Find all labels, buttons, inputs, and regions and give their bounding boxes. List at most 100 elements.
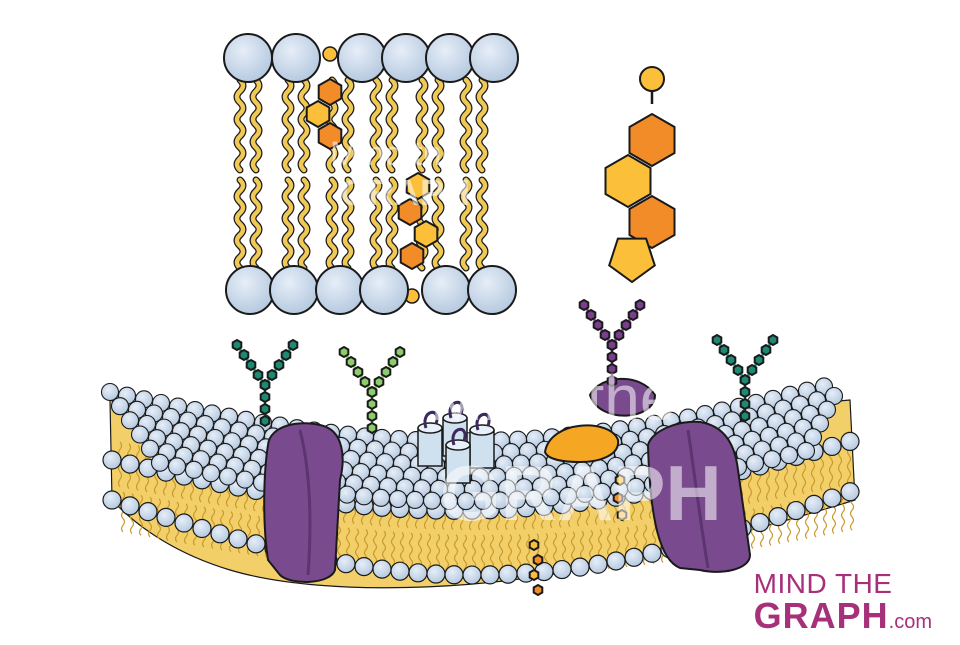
lipid-head [371, 488, 391, 507]
glycan-chain [711, 333, 779, 423]
cholesterol-ring [616, 508, 628, 522]
watermark-line1: Mind the [430, 362, 675, 434]
lipid-head [271, 33, 321, 83]
lipid-tail [234, 177, 246, 271]
cholesterol-hydroxyl [639, 66, 665, 92]
brand-line1: MIND THE [753, 568, 893, 599]
lipid-tail [460, 177, 472, 271]
cholesterol-ring [628, 194, 676, 250]
lipid-head [337, 485, 357, 504]
brand-line2-text: GRAPH [753, 595, 889, 636]
lipid-head [174, 513, 194, 533]
lipid-head [588, 554, 608, 574]
lipid-head [840, 482, 860, 502]
lipid-head [822, 488, 842, 508]
lipid-head [138, 502, 158, 522]
lipid-head [642, 543, 662, 563]
lipid-head [381, 33, 431, 83]
lipid-tail [386, 77, 398, 173]
lipid-head [786, 500, 806, 521]
lipid-head [269, 265, 319, 315]
lipid-head [110, 397, 130, 416]
lipid-tail [326, 177, 338, 271]
transmembrane-protein-icon [263, 422, 344, 583]
lipid-head [120, 411, 140, 430]
cholesterol-ring [405, 171, 431, 201]
glycan-chain [231, 338, 299, 428]
brand-logo: MIND THE GRAPH.com [754, 570, 932, 634]
cholesterol-ring [528, 568, 540, 582]
lipid-head [102, 450, 122, 470]
lipid-head [426, 564, 446, 584]
lipid-head [840, 431, 860, 452]
lipid-tail [432, 77, 444, 173]
lipid-head [570, 557, 590, 577]
lipid-head [444, 565, 464, 585]
lipid-tail [234, 77, 246, 173]
cholesterol-ring [317, 121, 343, 151]
transmembrane-protein-icon [646, 420, 752, 573]
lipid-head [552, 559, 572, 580]
lipid-head [405, 490, 425, 510]
lipid-head [354, 557, 374, 577]
lipid-head [372, 559, 392, 579]
watermark-small-line1: Mind the [330, 135, 460, 173]
phospholipid-bilayer-icon [223, 33, 519, 315]
lipid-tail [476, 77, 488, 173]
lipid-head [469, 33, 519, 83]
cholesterol-head [322, 46, 338, 62]
lipid-head [167, 457, 187, 476]
cholesterol-ring [413, 219, 439, 249]
lipid-head [102, 490, 122, 510]
cholesterol-ring [614, 473, 626, 487]
brand-suffix: .com [888, 611, 932, 633]
lipid-head [192, 518, 212, 539]
lipid-head [822, 436, 842, 457]
ion-channel-icon [417, 401, 495, 484]
lipid-tail [250, 77, 262, 173]
lipid-head [804, 494, 824, 514]
lipid-head [354, 487, 374, 506]
lipid-head [745, 454, 765, 473]
lipid-tail [460, 77, 472, 173]
watermark-line2: GRAPH [440, 449, 722, 537]
cholesterol-ring [399, 241, 425, 271]
cholesterol-ring [305, 99, 331, 129]
lipid-head [336, 554, 356, 574]
cholesterol-ring [604, 153, 652, 209]
lipid-head [421, 265, 471, 315]
lipid-tail [386, 177, 398, 271]
lipid-head [796, 441, 816, 460]
lipid-head [315, 265, 365, 315]
lipid-head [779, 446, 799, 465]
cholesterol-ring [608, 237, 656, 284]
lipid-head [390, 561, 410, 581]
lipid-head [337, 33, 387, 83]
lipid-head [388, 489, 408, 509]
lipid-head [425, 33, 475, 83]
cholesterol-ring [528, 538, 540, 552]
lipid-head [225, 265, 275, 315]
lipid-head [408, 563, 428, 583]
lipid-head [120, 454, 140, 474]
lipid-head [606, 551, 626, 571]
lipid-head [156, 507, 176, 527]
lipid-tail [370, 177, 382, 271]
lipid-head [218, 467, 238, 486]
lipid-head [480, 565, 500, 585]
lipid-tail [342, 77, 354, 173]
cholesterol-ring [532, 583, 544, 597]
lipid-head [467, 265, 517, 315]
peripheral-protein-icon [543, 424, 620, 464]
lipid-head [422, 491, 442, 510]
lipid-head [762, 450, 782, 469]
lipid-head [750, 512, 770, 533]
lipid-head [768, 507, 788, 527]
lipid-head [201, 464, 221, 483]
lipid-head [228, 529, 248, 549]
lipid-head [210, 524, 230, 544]
brand-line2: GRAPH.com [754, 598, 932, 634]
cholesterol-ring [532, 553, 544, 567]
cholesterol-molecule-icon [604, 66, 676, 284]
